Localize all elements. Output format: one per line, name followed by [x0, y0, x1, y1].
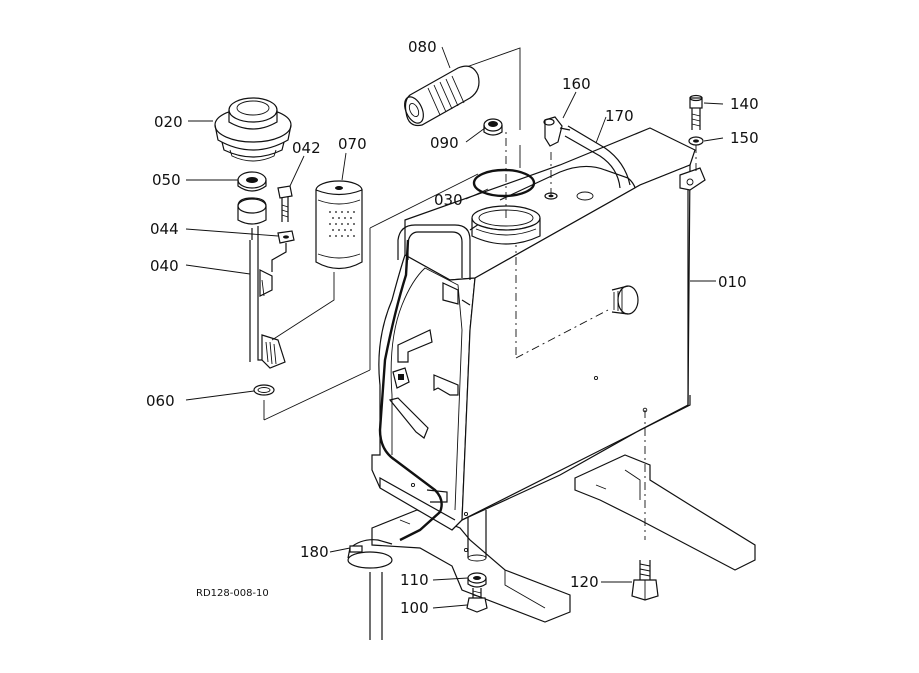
callout-100: 100	[400, 599, 429, 617]
part-120-bolt	[631, 560, 659, 601]
callout-120: 120	[570, 573, 599, 591]
part-030-o-ring	[472, 168, 536, 198]
part-020-filler-cap	[214, 97, 292, 162]
drain-pipe	[467, 510, 487, 562]
callout-110: 110	[400, 571, 429, 589]
callout-040: 040	[150, 257, 179, 275]
callout-labels: 080 020 160 170 140 150 090 030 050 042 …	[146, 38, 759, 617]
tank-rear-bracket	[679, 167, 706, 191]
callout-140: 140	[730, 95, 759, 113]
part-080-filter-element	[404, 65, 480, 127]
callout-050: 050	[152, 171, 181, 189]
part-040-suction-tube	[237, 197, 286, 369]
part-044-nut	[271, 230, 295, 272]
part-050-seal	[237, 171, 267, 192]
callout-044: 044	[150, 220, 179, 238]
callout-180: 180	[300, 543, 329, 561]
part-180-hose-clamp	[347, 539, 393, 640]
callout-020: 020	[154, 113, 183, 131]
callout-010: 010	[718, 273, 747, 291]
part-110-washer	[467, 572, 487, 588]
callout-030: 030	[434, 191, 463, 209]
part-150-washer	[688, 136, 704, 175]
callout-090: 090	[430, 134, 459, 152]
drawing-reference-number: RD128-008-10	[196, 588, 269, 599]
part-170-hose	[564, 125, 631, 189]
part-140-bolt	[689, 94, 703, 130]
callout-170: 170	[605, 107, 634, 125]
return-fitting	[611, 285, 639, 315]
part-060-o-ring	[253, 384, 275, 396]
fuel-tank	[371, 127, 696, 553]
bounding-lines	[263, 47, 521, 421]
callout-leaders	[185, 46, 724, 609]
filter-mesh-dots	[329, 211, 355, 237]
callout-070: 070	[338, 135, 367, 153]
part-070-filter	[271, 180, 363, 341]
part-100-bolt	[466, 588, 488, 613]
callout-080: 080	[408, 38, 437, 56]
callout-042: 042	[292, 139, 321, 157]
mounting-bracket-right	[574, 454, 756, 571]
mounting-bracket-left	[371, 509, 571, 623]
assembly-dash-lines	[505, 130, 646, 540]
callout-060: 060	[146, 392, 175, 410]
part-090-plug	[483, 118, 503, 136]
callout-150: 150	[730, 129, 759, 147]
callout-160: 160	[562, 75, 591, 93]
part-042-bolt	[277, 185, 293, 222]
part-160-elbow-fitting	[543, 116, 571, 147]
